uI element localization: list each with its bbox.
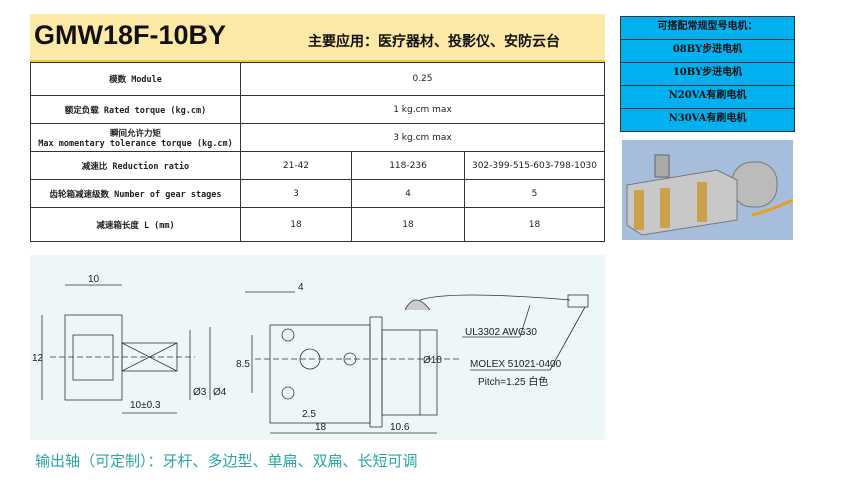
dim-shaft-length: 10±0.3 [130,400,161,411]
dim-4: 4 [298,282,304,293]
connector-label: MOLEX 51021-0400 [470,359,562,370]
output-shaft-note: 输出轴（可定制）：牙杆、多边型、单扁、双扁、长短可调 [35,452,418,470]
list-item: N20VA有刷电机 [621,86,794,109]
product-photo [622,140,794,240]
dim-width: 10 [88,274,100,285]
motors-title: 可搭配常规型号电机： [621,17,794,40]
table-row: 额定负载 Rated torque (kg.cm)1 kg.cm max [30,95,605,124]
dim-d10: Ø10 [423,355,442,366]
dim-height: 12 [32,353,44,364]
application-subtitle: 主要应用：医疗器材、投影仪、安防云台 [308,34,560,50]
dim-8-5: 8.5 [236,359,250,370]
dim-18: 18 [315,422,327,433]
list-item: 08BY步进电机 [621,40,794,63]
list-item: N30VA有刷电机 [621,109,794,131]
dim-d4: Ø4 [213,387,227,398]
dim-d3: Ø3 [193,387,207,398]
dim-2-5: 2.5 [302,409,316,420]
list-item: 10BY步进电机 [621,63,794,86]
dimension-drawing: 10 12 10±0.3 Ø3 Ø4 4 8.5 2.5 18 10.6 Ø10… [30,255,605,440]
cable-label: UL3302 AWG30 [465,327,537,338]
dim-10-6: 10.6 [390,422,410,433]
pitch-label: Pitch=1.25 白色 [478,375,548,388]
title-bar: GMW18F-10BY 主要应用：医疗器材、投影仪、安防云台 [30,14,605,63]
product-title: GMW18F-10BY [34,20,227,50]
gear-motor-image [626,154,794,236]
compatible-motors-list: 可搭配常规型号电机： 08BY步进电机 10BY步进电机 N20VA有刷电机 N… [620,16,795,132]
